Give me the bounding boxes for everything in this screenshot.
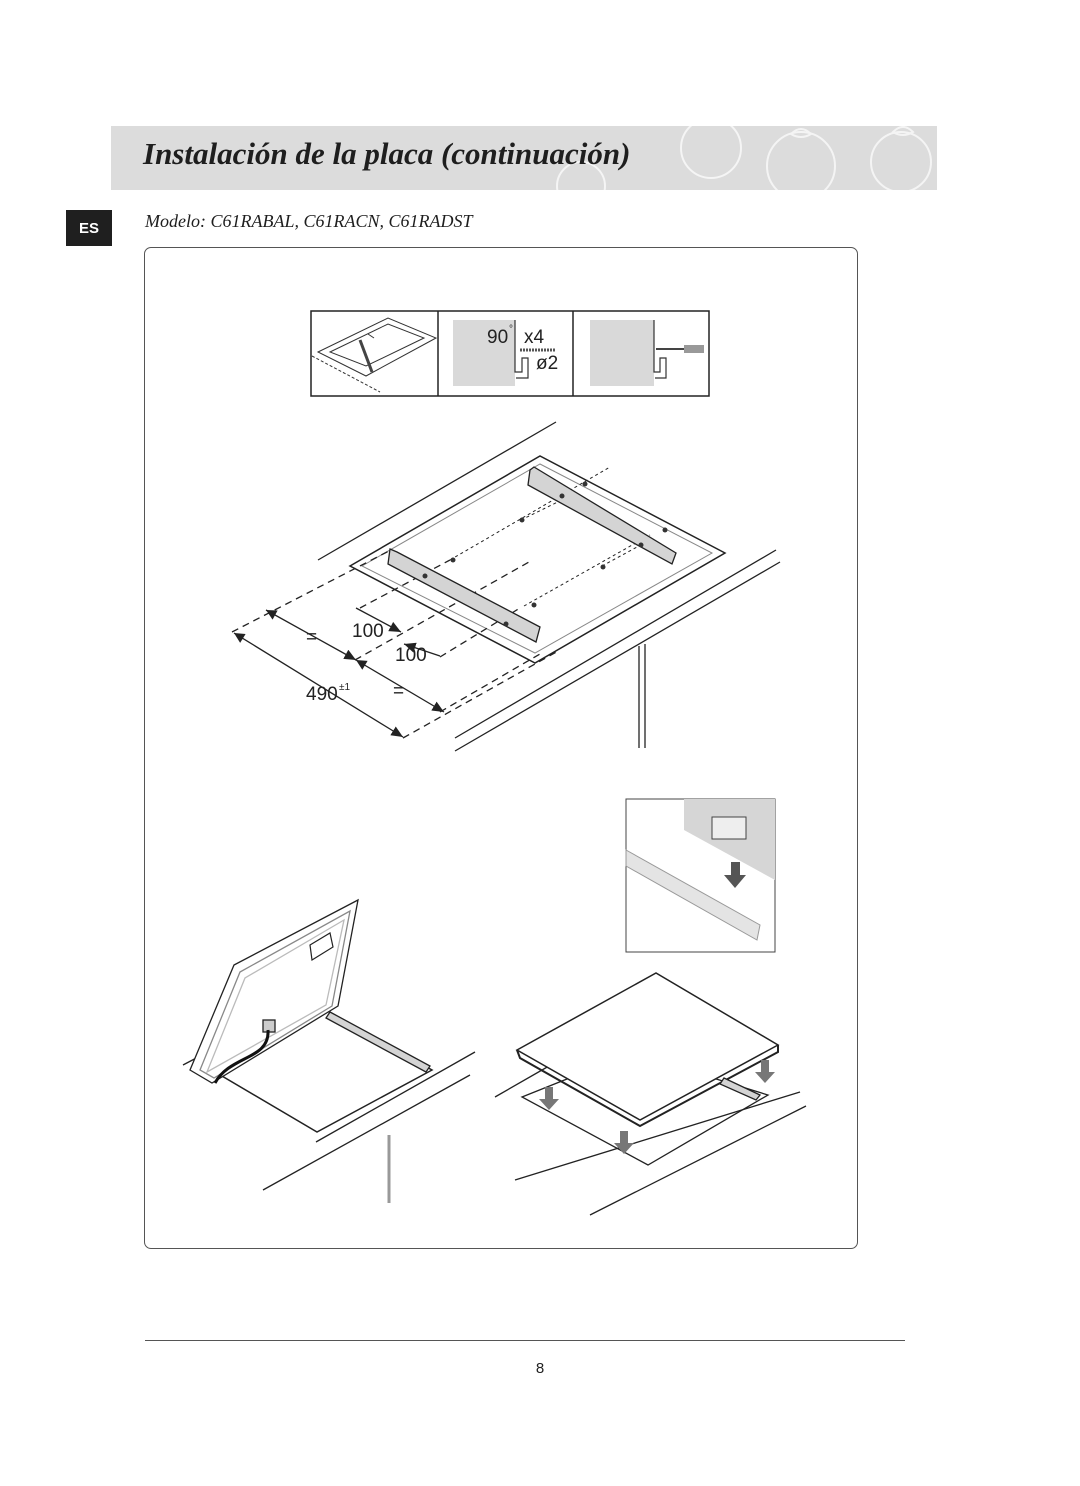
page-title: Instalación de la placa (continuación) [143, 136, 631, 171]
degree-symbol: ° [509, 324, 513, 335]
bracket-detail-inset [625, 798, 776, 953]
screw-count-label: x4 [524, 327, 545, 348]
depth-tolerance: ±1 [339, 682, 350, 693]
equal-sign-1: = [306, 627, 317, 648]
hob-placement-diagram [494, 972, 807, 1216]
footer-rule [145, 1340, 905, 1341]
marking-cutout-icon [311, 317, 438, 393]
down-arrow-icon [614, 1131, 634, 1154]
drill-diameter-label: ø2 [536, 353, 558, 374]
mounting-bracket-front [387, 548, 541, 643]
figure-frame [144, 247, 858, 1249]
screw-points-icon [422, 481, 668, 627]
tomato-decoration-icon [556, 126, 932, 190]
step-panels: 90 ° x4 ø2 [310, 310, 710, 397]
offset-dimension-2: 100 [395, 645, 427, 666]
panel-wall-icon-2 [590, 320, 654, 386]
down-arrow-icon [724, 862, 746, 888]
depth-dimension: 490 [306, 684, 338, 705]
title-bar: Instalación de la placa (continuación) [111, 126, 937, 190]
down-arrow-icon [755, 1060, 775, 1083]
mounting-bracket-back [527, 466, 677, 565]
page-number: 8 [535, 1360, 545, 1377]
language-badge: ES [66, 210, 112, 246]
countertop-cutout-diagram [231, 421, 781, 752]
model-line: Modelo: C61RABAL, C61RACN, C61RADST [145, 211, 473, 231]
down-arrow-icon [539, 1087, 559, 1110]
hob-insertion-diagram [182, 898, 476, 1203]
dimension-arrows [233, 607, 445, 738]
panel-wall-icon [453, 320, 515, 386]
angle-label: 90 [487, 327, 508, 348]
offset-dimension-1: 100 [352, 621, 384, 642]
equal-sign-2: = [393, 681, 404, 702]
